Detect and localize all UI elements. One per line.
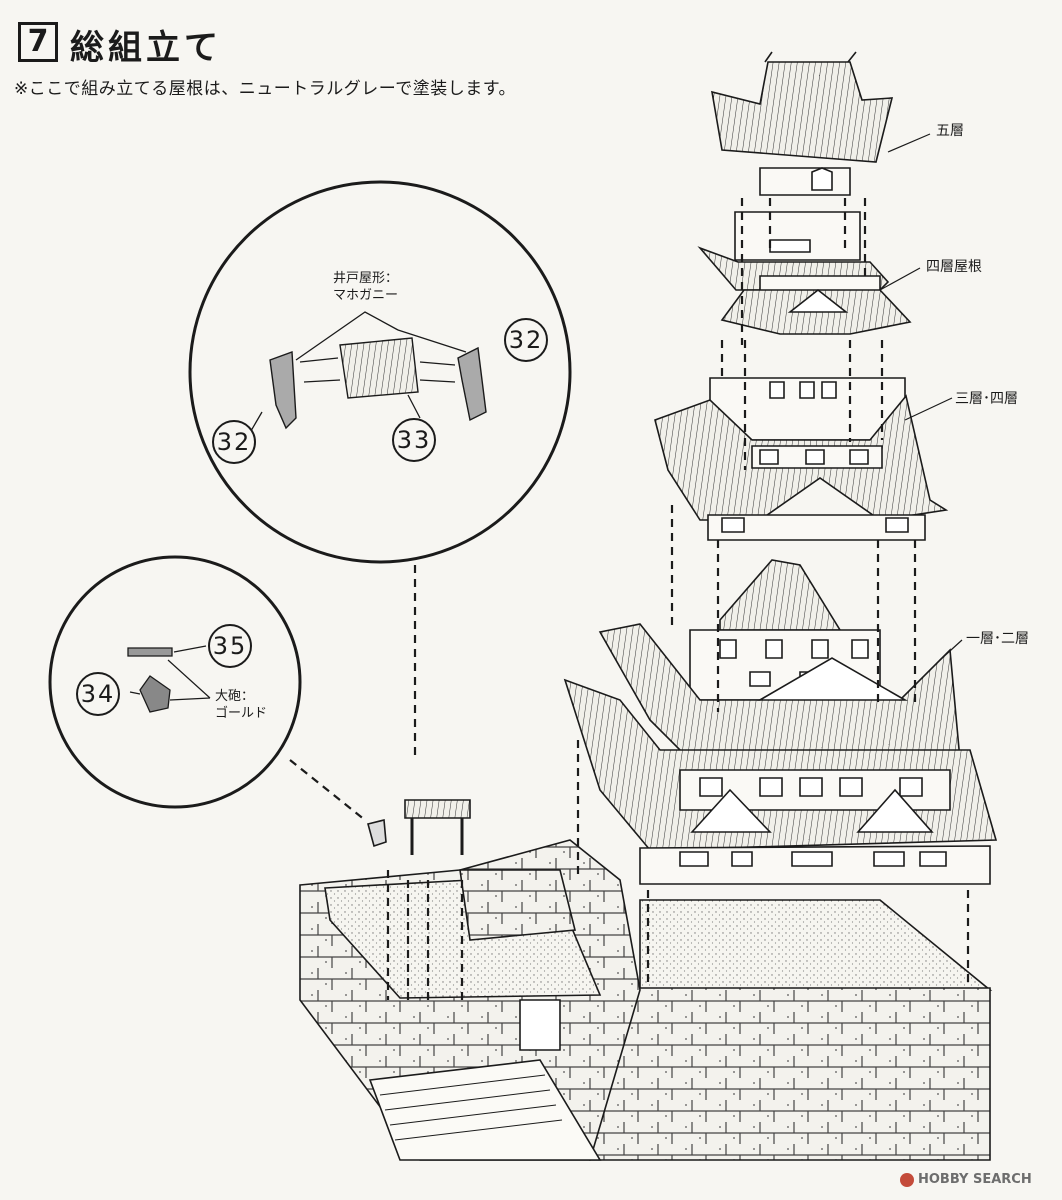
cannon-on-base xyxy=(367,818,387,848)
part-number-32-right: 32 xyxy=(504,318,548,362)
part-number-33: 33 xyxy=(392,418,436,462)
well-paint-color: マホガニー xyxy=(333,288,399,303)
tier-four-roof-drawing xyxy=(697,211,912,335)
well-roof-on-base xyxy=(404,799,471,855)
tier-label-five: 五層 xyxy=(936,123,964,139)
cannon-callout-circle xyxy=(48,555,302,809)
part-number-35: 35 xyxy=(208,624,252,668)
cannon-paint-label: 大砲： ゴールド xyxy=(215,688,267,722)
tier-leader-lines xyxy=(879,133,963,661)
part-number-34: 34 xyxy=(76,672,120,716)
step-number: 7 xyxy=(27,24,49,59)
well-callout-circle xyxy=(188,180,572,564)
well-paint-label: 井戸屋形： マホガニー xyxy=(333,270,398,304)
well-part-name: 井戸屋形： xyxy=(333,271,399,286)
painting-note: ※ここで組み立てる屋根は、ニュートラルグレーで塗装します。 xyxy=(14,79,517,99)
step-title: 総組立て xyxy=(70,28,222,68)
tier-label-three-four: 三層･四層 xyxy=(955,391,1018,407)
tier-label-four-roof: 四層屋根 xyxy=(926,259,982,275)
tier-one-two-drawing xyxy=(563,559,998,885)
castle-base-drawing xyxy=(299,839,993,1161)
tier-label-one-two: 一層･二層 xyxy=(966,631,1029,647)
tier-three-four-drawing xyxy=(654,377,949,541)
watermark: HOBBY SEARCH xyxy=(900,1172,1032,1187)
tier-five-drawing xyxy=(711,51,894,196)
hobby-search-logo-icon xyxy=(900,1172,914,1187)
assembly-guide-lines xyxy=(289,198,970,1000)
watermark-text: HOBBY SEARCH xyxy=(918,1172,1032,1187)
cannon-part-name: 大砲： xyxy=(215,689,255,704)
step-number-box: 7 xyxy=(18,22,58,62)
cannon-paint-color: ゴールド xyxy=(215,706,268,721)
part-number-32-left: 32 xyxy=(212,420,256,464)
